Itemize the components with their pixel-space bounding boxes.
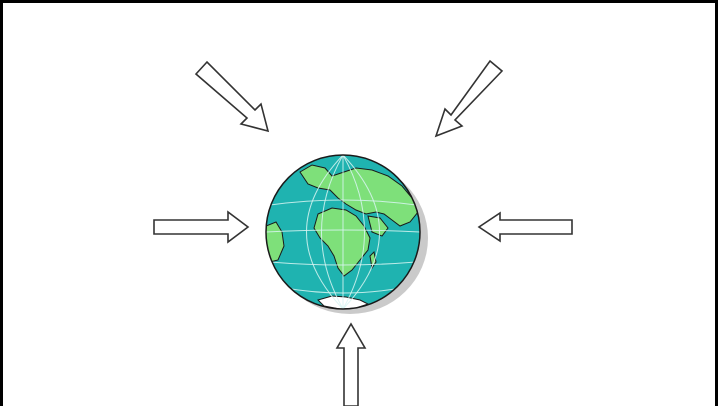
- globe: [266, 155, 428, 314]
- arrow-top-left: [196, 62, 268, 131]
- arrow-top-right: [436, 61, 502, 136]
- arrow-right: [479, 213, 572, 241]
- arrow-left: [154, 212, 248, 242]
- arrow-bottom: [337, 324, 365, 406]
